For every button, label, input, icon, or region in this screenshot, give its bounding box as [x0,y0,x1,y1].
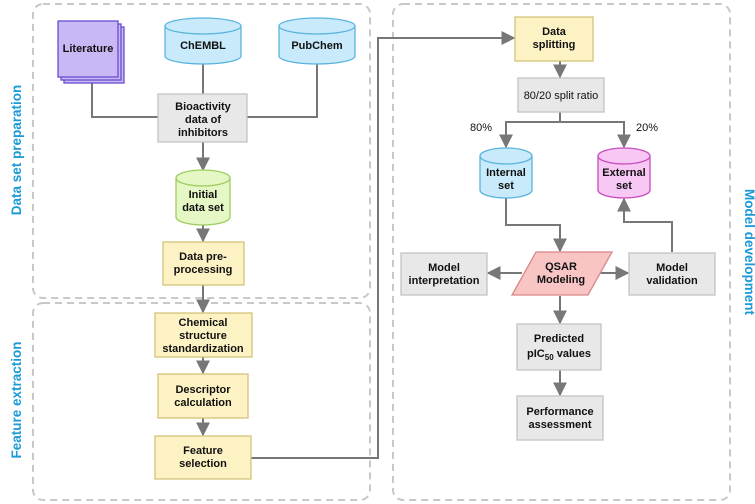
validation-line-1: Model [656,262,688,274]
external-set-line-1: External [602,167,645,179]
selection-to-splitting-arrow [251,31,516,459]
internal-set-line-2: set [498,180,514,192]
predicted-values-node: Predicted pIC50 values [516,323,602,371]
preprocessing-line-1: Data pre- [179,251,227,263]
standardization-line-2: structure [179,330,227,342]
model-validation-node: Model validation [628,252,716,296]
model-development-panel [392,3,731,501]
split-ratio-label: 80/20 split ratio [524,90,599,102]
validation-to-external-arrow [617,197,673,252]
internal-set-node: Internal set [479,147,533,199]
literature-label: Literature [63,43,114,55]
initial-line-1: Initial [189,189,218,201]
pubchem-label: PubChem [291,40,343,52]
chembl-label: ChEMBL [180,40,226,52]
split-ratio-node: 80/20 split ratio [517,77,605,113]
pubchem-node: PubChem [278,17,356,65]
preprocessing-node: Data pre- processing [162,241,245,286]
feature-selection-line-2: selection [179,458,227,470]
standardization-line-1: Chemical [179,317,228,329]
interpretation-line-2: interpretation [409,275,480,287]
external-set-node: External set [597,147,651,199]
feature-selection-line-1: Feature [183,445,223,457]
predicted-line-1: Predicted [534,333,584,345]
data-set-preparation-panel [32,3,371,299]
bioactivity-line-2: data of [185,114,221,126]
external-set-line-2: set [616,180,632,192]
standardization-line-3: standardization [162,343,244,355]
internal-set-line-1: Internal [486,167,526,179]
interpretation-line-1: Model [428,262,460,274]
initial-data-set-node: Initial data set [175,169,231,226]
bioactivity-line-1: Bioactivity [175,101,232,113]
data-splitting-line-2: splitting [533,39,576,51]
eighty-percent-label: 80% [470,122,492,134]
validation-line-2: validation [646,275,698,287]
performance-line-2: assessment [529,419,592,431]
data-splitting-node: Data splitting [514,16,594,62]
descriptor-line-1: Descriptor [175,384,231,396]
literature-to-bioactivity-connector [91,81,158,118]
model-interpretation-node: Model interpretation [400,252,488,296]
data-set-preparation-label: Data set preparation [9,85,24,216]
performance-assessment-node: Performance assessment [516,395,604,441]
ratio-to-external-arrow [560,121,631,149]
initial-line-2: data set [182,202,224,214]
bioactivity-line-3: inhibitors [178,127,228,139]
descriptor-node: Descriptor calculation [157,373,249,419]
feature-extraction-label: Feature extraction [9,341,24,458]
data-splitting-line-1: Data [542,26,567,38]
descriptor-line-2: calculation [174,397,232,409]
literature-node: Literature [57,20,125,84]
qsar-line-2: Modeling [537,274,585,286]
bioactivity-node: Bioactivity data of inhibitors [157,93,248,143]
pubchem-to-bioactivity-connector [247,64,318,118]
qsar-line-1: QSAR [545,261,577,273]
model-development-label: Model development [742,189,755,316]
feature-selection-node: Feature selection [154,435,252,480]
preprocessing-line-2: processing [174,264,233,276]
chembl-node: ChEMBL [164,17,242,65]
performance-line-1: Performance [526,406,593,418]
standardization-node: Chemical structure standardization [154,312,253,358]
ratio-to-internal-arrow [499,112,561,149]
internal-to-qsar-arrow [505,197,567,253]
twenty-percent-label: 20% [636,122,658,134]
connectors [91,31,673,459]
predicted-line-2: pIC50 values [527,348,591,362]
qsar-modeling-node: QSAR Modeling [510,251,614,296]
